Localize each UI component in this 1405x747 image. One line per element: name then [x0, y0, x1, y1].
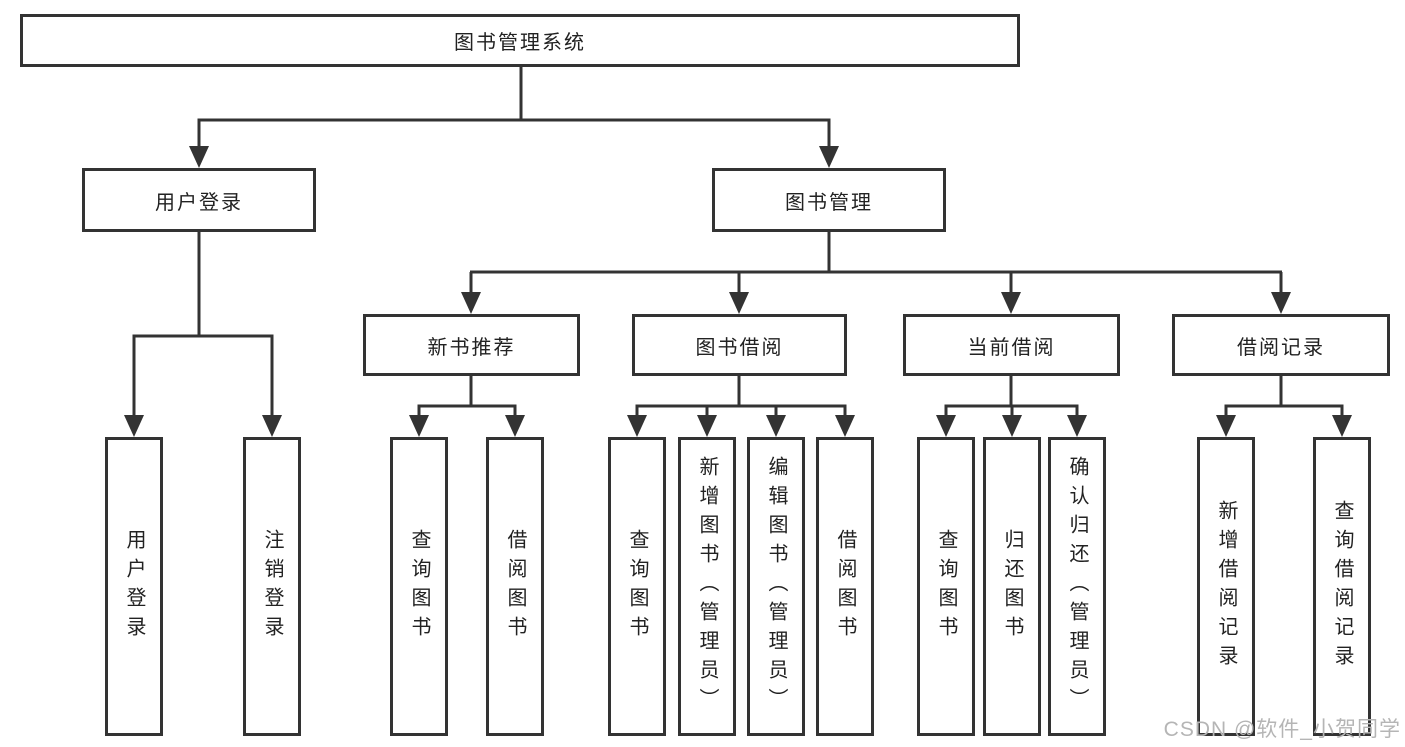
leaf-query-books-borrowing: 查询图书	[608, 437, 666, 736]
leaf-query-books-current: 查询图书	[917, 437, 975, 736]
node-book-management: 图书管理	[712, 168, 946, 232]
connectors-current-borrowing	[936, 376, 1087, 437]
leaf-return-books: 归还图书	[983, 437, 1041, 736]
csdn-watermark: CSDN @软件_小贺同学	[1163, 718, 1401, 741]
node-borrowing-records: 借阅记录	[1172, 314, 1390, 376]
leaf-user-login: 用户登录	[105, 437, 163, 736]
node-library-system-root: 图书管理系统	[20, 14, 1020, 67]
leaf-logout-login: 注销登录	[243, 437, 301, 736]
connectors-new-book-recommendation	[409, 376, 525, 437]
leaf-borrow-books-recommend: 借阅图书	[486, 437, 544, 736]
leaf-add-book-admin: 新增图书（管理员）	[678, 437, 736, 736]
connectors-book-borrowing	[627, 376, 855, 437]
node-user-login: 用户登录	[82, 168, 316, 232]
leaf-add-borrow-record: 新增借阅记录	[1197, 437, 1255, 736]
node-new-book-recommendation: 新书推荐	[363, 314, 580, 376]
leaf-edit-book-admin: 编辑图书（管理员）	[747, 437, 805, 736]
leaf-query-borrow-record: 查询借阅记录	[1313, 437, 1371, 736]
connectors-book-management-to-level3	[461, 232, 1291, 314]
connectors-borrowing-records	[1216, 376, 1352, 437]
leaf-borrow-books-borrowing: 借阅图书	[816, 437, 874, 736]
connectors-root-to-level2	[189, 67, 839, 168]
leaf-query-books-recommend: 查询图书	[390, 437, 448, 736]
leaf-confirm-return-admin: 确认归还（管理员）	[1048, 437, 1106, 736]
node-current-borrowing: 当前借阅	[903, 314, 1120, 376]
connectors-user-login-branch	[124, 232, 282, 437]
node-book-borrowing: 图书借阅	[632, 314, 847, 376]
